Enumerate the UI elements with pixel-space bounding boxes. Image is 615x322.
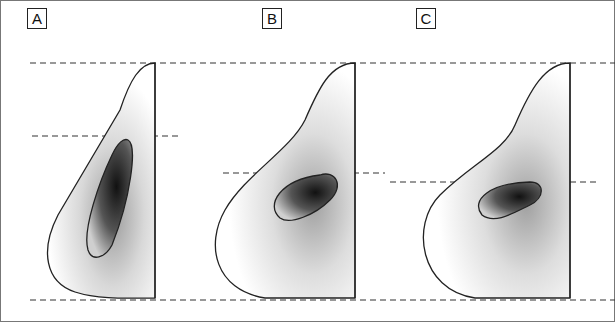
nose-c: [423, 63, 570, 298]
panel-letter: C: [421, 11, 432, 26]
panel-letter: A: [32, 11, 42, 26]
nose-a: [48, 63, 155, 298]
panel-label-box: B: [262, 8, 282, 29]
nose-b: [215, 63, 355, 298]
panel-letter: B: [267, 11, 277, 26]
panel-label-box: A: [27, 8, 47, 29]
guide-lines: [30, 63, 615, 300]
panel-label-box: C: [416, 8, 436, 29]
